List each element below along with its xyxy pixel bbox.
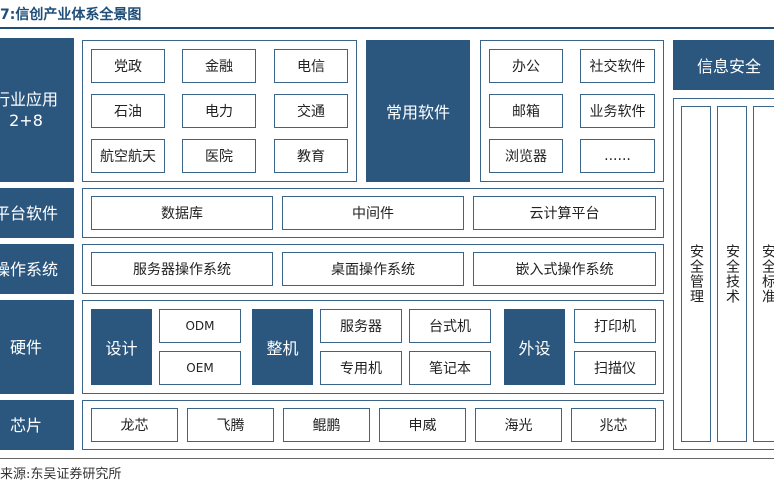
software-item: 办公 [489, 49, 563, 83]
title-divider [0, 27, 774, 29]
chip-item: 海光 [475, 408, 562, 442]
row-label-chip: 芯片 [0, 400, 74, 450]
os-item: 嵌入式操作系统 [473, 252, 656, 286]
hardware-complete-label: 整机 [252, 309, 313, 385]
industry-item: 电力 [182, 94, 256, 128]
os-item: 桌面操作系统 [282, 252, 464, 286]
common-software-label: 常用软件 [366, 40, 470, 182]
peripheral-item: 打印机 [574, 309, 656, 343]
software-item: 浏览器 [489, 139, 563, 173]
security-column: 安全管理 [681, 106, 711, 442]
complete-item: 笔记本 [409, 351, 491, 385]
chip-item: 申威 [379, 408, 466, 442]
complete-item: 台式机 [409, 309, 491, 343]
industry-item: 电信 [274, 49, 348, 83]
row-label-hardware: 硬件 [0, 300, 74, 394]
os-item: 服务器操作系统 [91, 252, 273, 286]
design-item: ODM [159, 309, 241, 343]
design-item: OEM [159, 351, 241, 385]
software-item: 业务软件 [580, 94, 655, 128]
software-item: ...... [580, 139, 655, 173]
industry-item: 党政 [91, 49, 165, 83]
complete-item: 服务器 [320, 309, 402, 343]
industry-item: 金融 [182, 49, 256, 83]
row-label-operating-system: 操作系统 [0, 244, 74, 294]
row-label-industry-apps: 行业应用 2+8 [0, 38, 74, 182]
chip-item: 兆芯 [571, 408, 656, 442]
row-label-platform-software: 平台软件 [0, 188, 74, 238]
industry-item: 医院 [182, 139, 256, 173]
peripheral-item: 扫描仪 [574, 351, 656, 385]
platform-item: 云计算平台 [473, 196, 656, 230]
security-column: 安全标准 [753, 106, 774, 442]
security-column: 安全技术 [717, 106, 747, 442]
industry-item: 航空航天 [91, 139, 165, 173]
figure-title: 7:信创产业体系全景图 [0, 7, 142, 23]
industry-item: 石油 [91, 94, 165, 128]
chip-item: 龙芯 [91, 408, 178, 442]
industry-item: 交通 [274, 94, 348, 128]
complete-item: 专用机 [320, 351, 402, 385]
industry-item: 教育 [274, 139, 348, 173]
platform-item: 中间件 [282, 196, 464, 230]
software-item: 社交软件 [580, 49, 655, 83]
chip-item: 鲲鹏 [283, 408, 370, 442]
hardware-design-label: 设计 [91, 309, 152, 385]
platform-item: 数据库 [91, 196, 273, 230]
hardware-peripheral-label: 外设 [504, 309, 565, 385]
source-note: 来源:东吴证券研究所 [0, 467, 122, 482]
chip-item: 飞腾 [187, 408, 274, 442]
source-divider [0, 458, 774, 459]
software-item: 邮箱 [489, 94, 563, 128]
security-label: 信息安全 [673, 40, 774, 90]
chip-panel [82, 400, 664, 450]
